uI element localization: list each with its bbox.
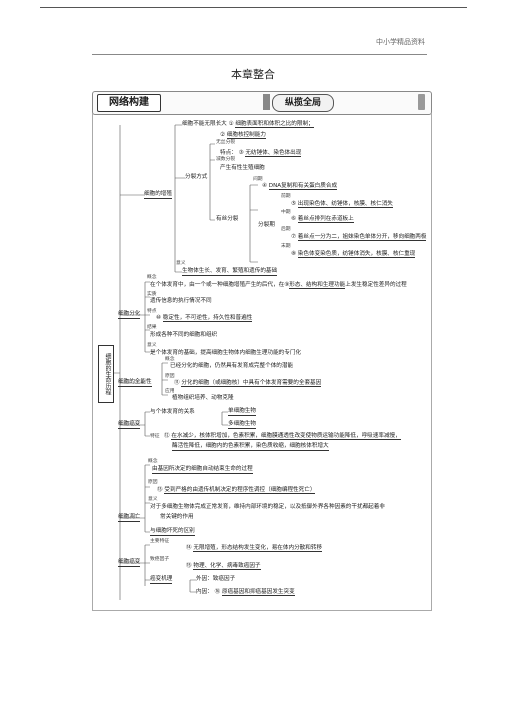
- diff-meaning-label: 意义: [147, 343, 157, 348]
- apop-concept-label: 概念: [148, 459, 158, 464]
- top-rule: [40, 7, 467, 8]
- brand-label: 中小学精品资料: [376, 38, 425, 46]
- meiosis-label: 减数分裂: [216, 157, 236, 162]
- amitosis-feature: 特点： ③ 无纺锤体、染色体出现: [220, 150, 302, 157]
- diff-essence-label: 实质: [147, 292, 157, 297]
- interphase-label: 间期: [253, 177, 263, 182]
- prophase-label: 前期: [281, 194, 291, 199]
- aging-multi-cell: 多细胞生物: [228, 421, 256, 429]
- banner-left-label: 网络构建: [97, 94, 161, 112]
- content-frame: [92, 113, 432, 611]
- telophase-text: ⑧ 染色体变染色质，纺锤体消失，核膜、核仁重现: [291, 251, 416, 258]
- banner-flag-icon: [263, 94, 270, 110]
- apop-meaning-2: 常关键的作用: [160, 514, 194, 520]
- root-node: 细胞的生命历程: [98, 345, 114, 403]
- aging-feature-label: 特征: [150, 434, 160, 439]
- apop-concept: 由基因所决定的细胞自动结束生命的过程: [152, 466, 253, 474]
- canc-char: ⑭ 无限增殖，形态结构发生变化，易在体内分散和转移: [186, 545, 323, 552]
- proliferation-label: 细胞的增殖: [144, 191, 172, 199]
- mode-label: 分裂方式: [185, 174, 208, 180]
- toti-concept-label: 概念: [165, 357, 175, 362]
- toti-apply: 植物组织培养、动物克隆: [172, 395, 234, 401]
- canc-factor: ⑮ 物理、化学、病毒致癌因子: [186, 563, 261, 570]
- apop-meaning-1: 对于多细胞生物体完成正常发育，维持内部环境的稳定，以及抵御外界各种因素的干扰都起…: [150, 504, 385, 510]
- division-stage-label: 分裂期: [258, 222, 275, 228]
- apop-difference: 与细胞坏死的区别: [150, 528, 195, 536]
- aging-feature-2: 酶活性降低，细胞内的色素积累，染色质收缩，细胞核体积增大: [172, 443, 329, 451]
- canc-external: 外因：致癌因子: [196, 576, 236, 582]
- canc-internal: 内因： ⑯ 原癌基因和抑癌基因发生突变: [196, 589, 295, 596]
- aging-relation: 与个体发育的关系: [150, 409, 195, 415]
- mitosis-label: 有丝分裂: [216, 216, 239, 222]
- canc-mechanism-label: 癌变机理: [150, 576, 173, 584]
- diff-feature-label: 特点: [147, 309, 157, 314]
- proliferation-significance: 生物体生长、发育、繁殖和遗传的基础: [182, 268, 278, 276]
- aging-feature-1: ⑫ 在水减少，核体积增加，色素积累，细胞膜通透性改变使物质运输功能降低，呼吸速率…: [164, 433, 401, 440]
- apop-reason-label: 原因: [148, 480, 158, 485]
- aging-single-cell: 单细胞生物: [228, 408, 256, 416]
- metaphase-label: 中期: [281, 210, 291, 215]
- anaphase-label: 后期: [281, 227, 291, 232]
- totipotency-label: 细胞的全能性: [118, 379, 152, 387]
- diff-concept: 在个体发育中，由一个或一种细胞增殖产生的后代，在⑨形态、结构和生理功能上发生稳定…: [150, 282, 407, 289]
- diff-essence: 遗传信息的执行情况不同: [150, 298, 212, 304]
- toti-apply-label: 应用: [165, 389, 175, 394]
- canceration-label: 细胞癌变: [118, 559, 141, 567]
- telophase-label: 末期: [281, 244, 291, 249]
- canc-factor-label: 致癌因子: [150, 557, 170, 562]
- limit-text: 细胞不能无限长大 ① 细胞表面积和体积之比的限制；: [182, 121, 314, 128]
- apop-meaning-label: 意义: [148, 497, 158, 502]
- banner-right-label: 纵揽全局: [272, 94, 334, 112]
- differentiation-label: 细胞分化: [118, 311, 141, 319]
- apop-reason: ⑬ 受到严格的由遗传机制决定的程序性调控（细胞编程性死亡）: [157, 487, 316, 494]
- limit-text-2: ② 细胞核控制能力: [220, 132, 266, 139]
- canc-char-label: 主要特征: [150, 539, 170, 544]
- page-title: 本章整合: [231, 68, 275, 81]
- diff-concept-label: 概念: [147, 275, 157, 280]
- apoptosis-label: 细胞凋亡: [118, 514, 141, 522]
- banner-end-icon: [418, 94, 425, 110]
- meiosis-text: 产生有性生殖细胞: [220, 165, 265, 171]
- proliferation-significance-label: 意义: [176, 261, 186, 266]
- prophase-text: ⑤ 出现染色体、纺锤体，核膜、核仁消失: [291, 201, 393, 208]
- anaphase-text: ⑦ 着丝点一分为二，姐妹染色单体分开，移向细胞两极: [291, 234, 427, 241]
- toti-reason: ⑪ 分化的细胞（或细胞核）中具有个体发育需要的全套基因: [174, 380, 322, 387]
- interphase-text: ④ DNA复制和有关蛋白质合成: [262, 183, 338, 190]
- diff-feature: ⑩ 稳定性，不可逆性，持久性和普遍性: [156, 315, 253, 322]
- title-rule: [92, 54, 427, 55]
- toti-reason-label: 原因: [165, 374, 175, 379]
- diff-meaning: 是个体发育的基础，提高细胞生物体内细胞生理功能的专门化: [150, 350, 302, 356]
- toti-concept: 已经分化的细胞，仍然具有发育成完整个体的潜能: [170, 363, 294, 369]
- diff-result-label: 结果: [147, 325, 157, 330]
- amitosis-label: 无丝分裂: [216, 140, 236, 145]
- diff-result: 形成各种不同的细胞和组织: [150, 332, 218, 338]
- aging-label: 细胞癌变: [118, 421, 141, 429]
- metaphase-text: ⑥ 着丝点排列在赤道板上: [291, 216, 354, 223]
